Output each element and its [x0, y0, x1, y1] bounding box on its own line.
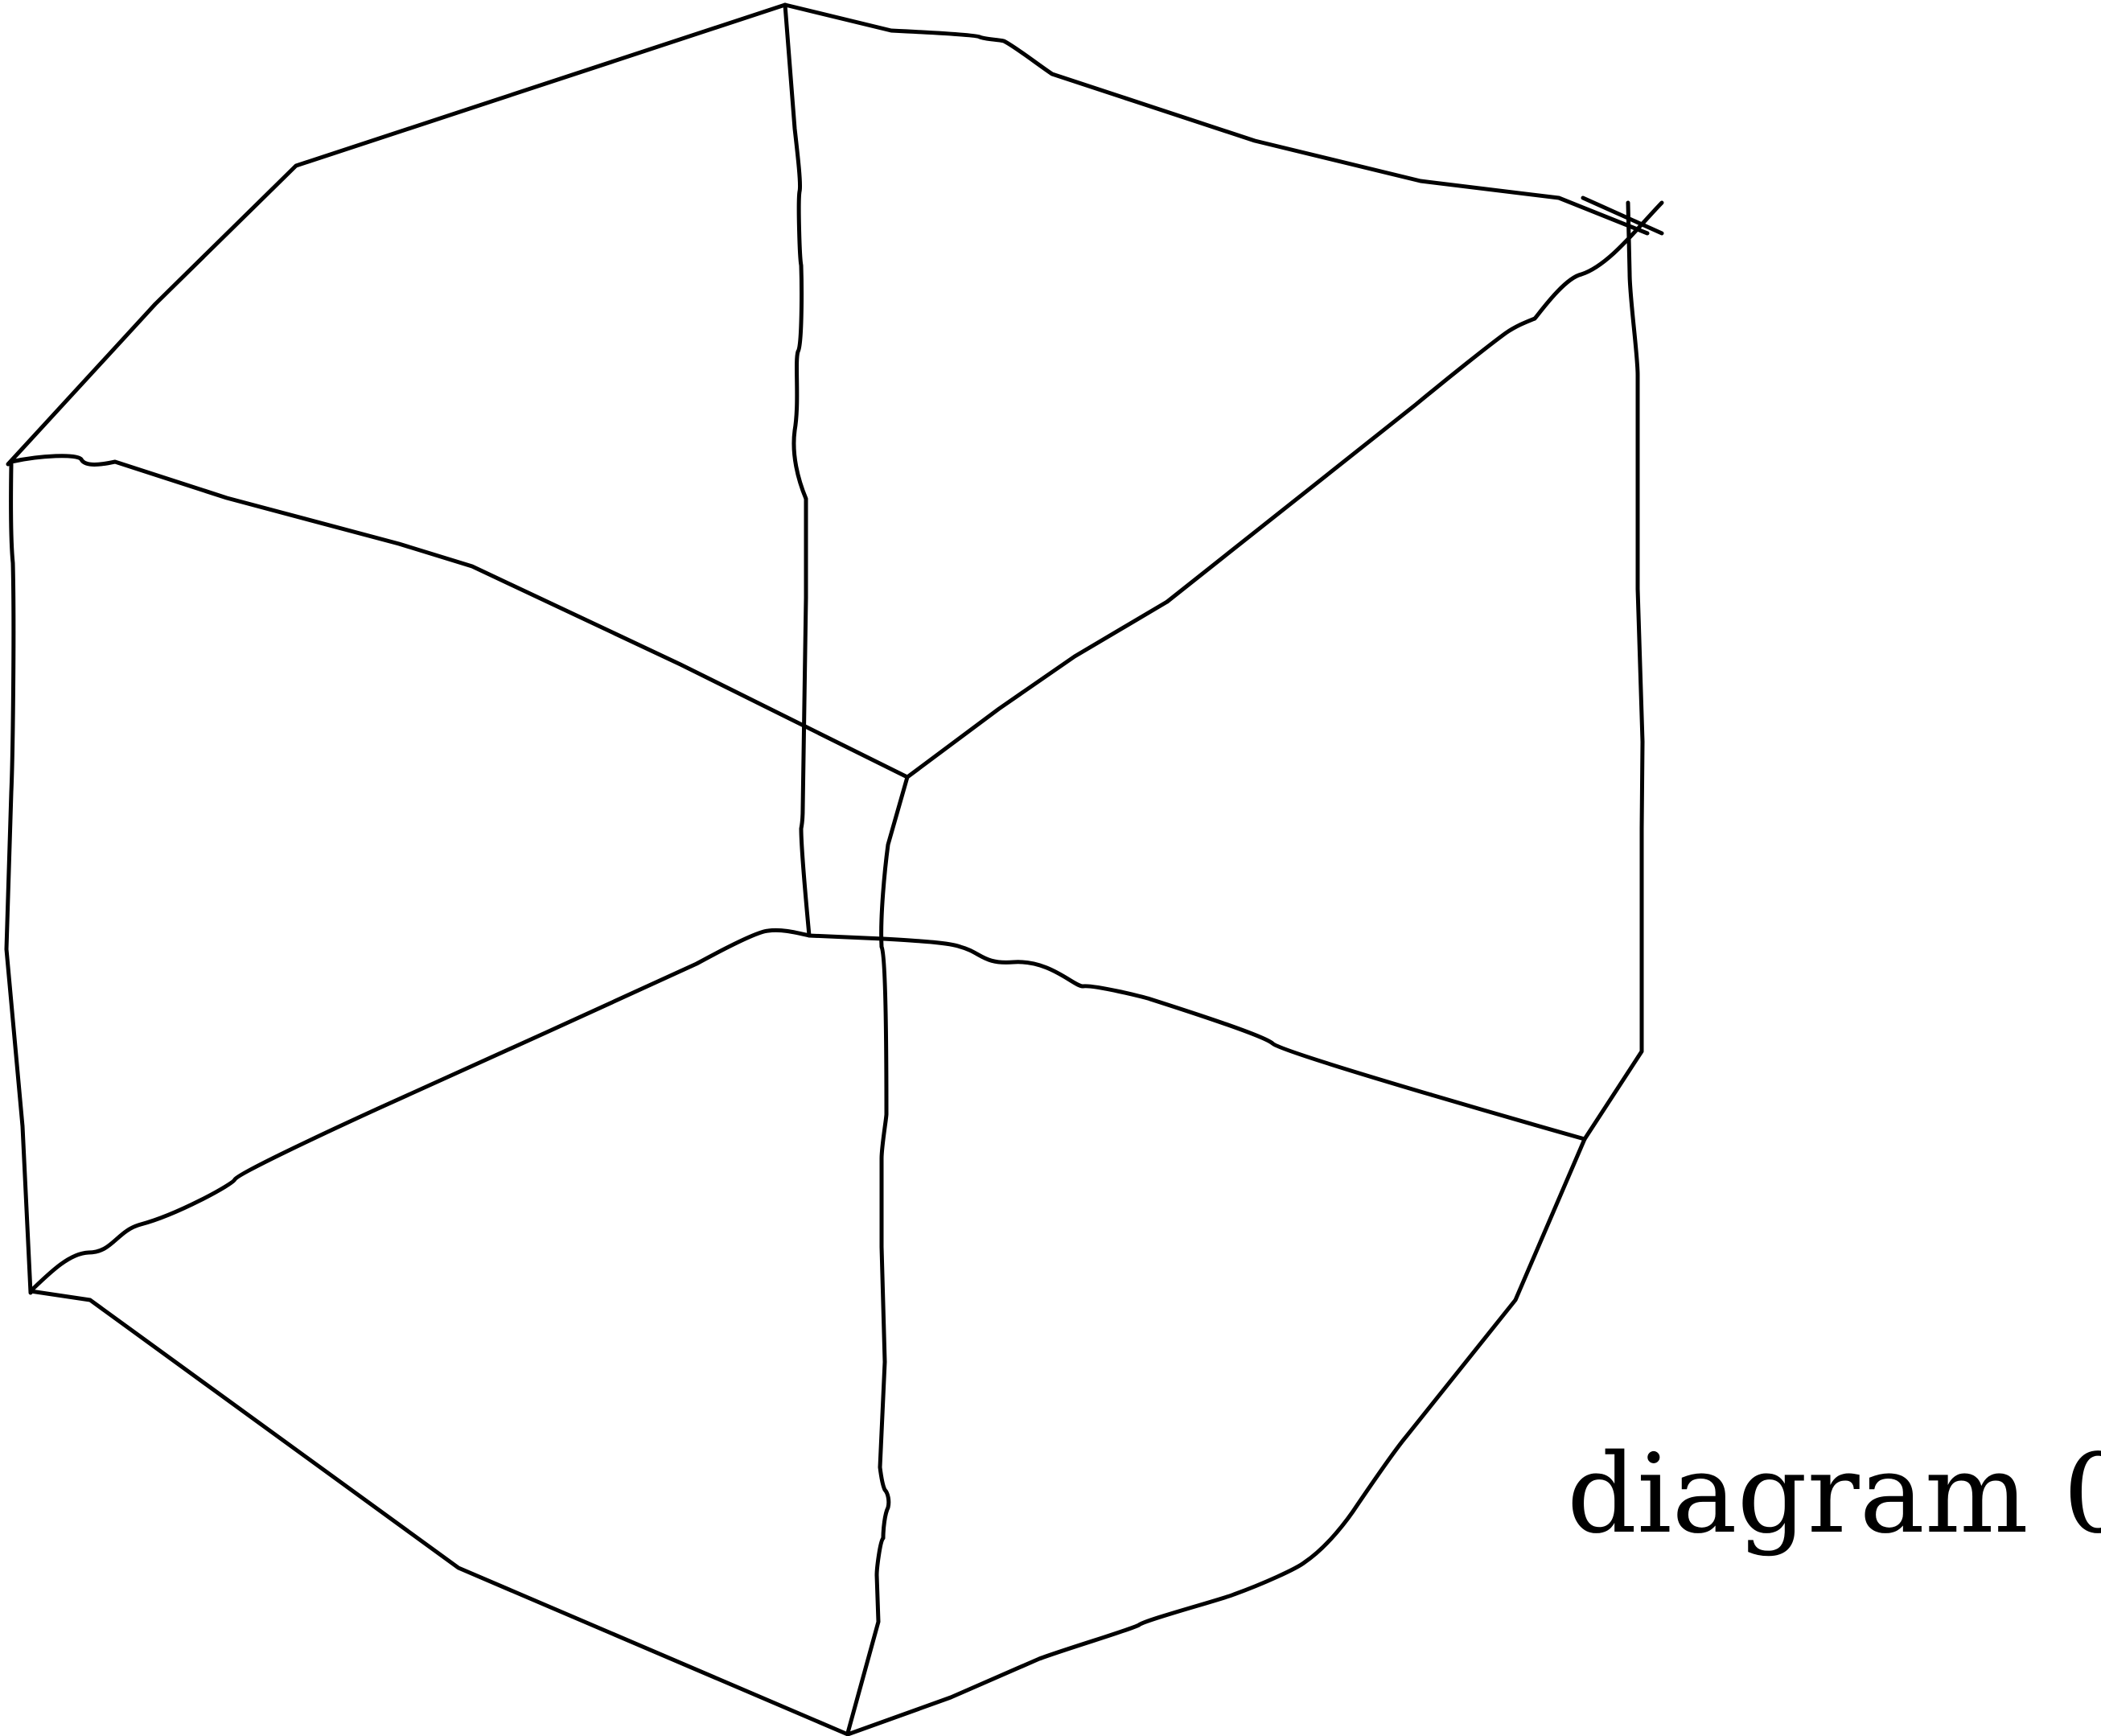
diagram-caption: diagram 03 [1567, 1431, 2101, 1558]
inner-edge-vertical-front [845, 775, 910, 1735]
outer-edge-left [4, 462, 33, 1295]
outer-edge-bottom-right [845, 1137, 1587, 1736]
inner-edge-bottom-back [28, 928, 1587, 1294]
x-mark-cross [1581, 195, 1664, 236]
x-mark-stroke-b [1582, 200, 1645, 1142]
x-mark-stroke-a [1165, 200, 1664, 604]
inner-edge-right-upper [905, 599, 1170, 780]
outer-edge-bottom-left [28, 1289, 850, 1736]
outer-edge-top-right [783, 2, 1650, 236]
outer-edge-left-top [6, 2, 787, 467]
inner-edge-left-upper [9, 454, 910, 780]
inner-edge-vertical-back [783, 2, 812, 938]
